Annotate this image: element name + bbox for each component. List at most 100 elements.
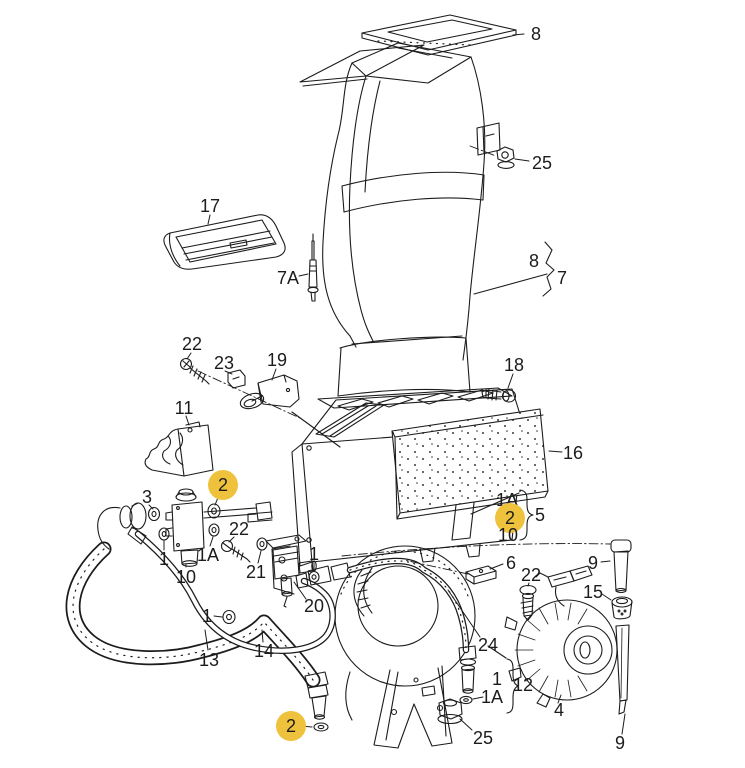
part-label-13[interactable]: 13: [199, 650, 219, 670]
leader-line: [514, 158, 530, 162]
nut-25-lower: [437, 698, 463, 725]
fresh-air-vent-17: [163, 214, 286, 270]
part-label-1A[interactable]: 1A: [197, 545, 219, 565]
leader-line: [186, 352, 192, 360]
part-label-15[interactable]: 15: [583, 582, 603, 602]
part-label-23[interactable]: 23: [214, 353, 234, 373]
datum-lines: [197, 145, 611, 575]
leader-line: [213, 615, 223, 618]
antenna-tube-9-lower: [615, 624, 630, 715]
part-label-1[interactable]: 1: [309, 544, 319, 564]
part-label-25[interactable]: 25: [532, 153, 552, 173]
hose-strap-24: [353, 567, 373, 617]
part-label-25[interactable]: 25: [473, 728, 493, 748]
part-label-7[interactable]: 7: [557, 268, 567, 288]
part-label-1[interactable]: 1: [159, 549, 169, 569]
leader-line: [527, 582, 530, 587]
antenna-tube-9-upper: [610, 539, 632, 594]
leader-line: [185, 415, 190, 426]
air-duct: [299, 42, 486, 397]
screw-22-upper: [179, 357, 210, 385]
screw-22-mid: [220, 539, 251, 563]
part-label-22[interactable]: 22: [182, 334, 202, 354]
part-label-9[interactable]: 9: [588, 553, 598, 573]
motor-connector: [535, 565, 593, 607]
duct-mount-bracket: [476, 122, 501, 156]
part-label-12[interactable]: 12: [513, 675, 533, 695]
part-label-10[interactable]: 10: [498, 525, 518, 545]
part-label-8[interactable]: 8: [529, 251, 539, 271]
leader-line: [557, 694, 562, 704]
pipe-union-fitting: [295, 562, 351, 589]
washer-21: [256, 537, 268, 551]
brace-5: [519, 489, 534, 541]
part-label-16[interactable]: 16: [563, 443, 583, 463]
part-label-2[interactable]: 2: [505, 508, 515, 528]
leader-line: [621, 713, 626, 735]
highlight-marker: [276, 711, 306, 741]
leader-line: [489, 563, 504, 570]
part-label-7A[interactable]: 7A: [277, 268, 299, 288]
leader-line: [257, 550, 262, 564]
leader-line: [224, 370, 233, 375]
washer-2-lower: [313, 722, 329, 732]
part-label-17[interactable]: 17: [200, 196, 220, 216]
part-label-2[interactable]: 2: [286, 716, 296, 736]
leader-line: [600, 560, 611, 563]
service-fitting-right: [458, 645, 477, 694]
part-label-10[interactable]: 10: [176, 567, 196, 587]
part-label-8[interactable]: 8: [531, 24, 541, 44]
highlight-marker: [208, 470, 238, 500]
part-label-22[interactable]: 22: [229, 519, 249, 539]
washer-1a-right: [459, 695, 473, 705]
part-label-5[interactable]: 5: [535, 505, 545, 525]
evaporator-16: [391, 408, 549, 520]
leader-line: [459, 718, 473, 731]
part-label-1A[interactable]: 1A: [481, 687, 503, 707]
part-label-22[interactable]: 22: [521, 565, 541, 585]
part-label-3[interactable]: 3: [142, 487, 152, 507]
part-label-11[interactable]: 11: [175, 398, 194, 418]
screw-22-right: [519, 584, 537, 621]
leader-line: [298, 273, 309, 277]
part-label-24[interactable]: 24: [478, 635, 498, 655]
brace-12: [506, 658, 519, 714]
bolt-25-upper: [496, 146, 515, 169]
part-label-2[interactable]: 2: [218, 475, 228, 495]
grommet-15: [611, 596, 633, 620]
leader-line: [271, 368, 277, 381]
leader-line: [261, 629, 264, 643]
leader-line: [228, 536, 235, 543]
leader-line: [472, 696, 484, 700]
leader-line: [447, 589, 481, 638]
part-label-20[interactable]: 20: [304, 596, 324, 616]
part-label-21[interactable]: 21: [246, 562, 266, 582]
part-label-4[interactable]: 4: [554, 700, 564, 720]
expansion-valve-10: [165, 488, 205, 567]
pin-7a: [307, 233, 319, 302]
leader-line: [204, 629, 209, 651]
leader-line: [209, 536, 214, 547]
part-label-19[interactable]: 19: [267, 350, 287, 370]
sealing-washers-left: [147, 503, 221, 541]
leader-line: [601, 593, 612, 601]
leader-line: [512, 33, 525, 36]
connector-lines: [291, 273, 548, 659]
regulator-11: [144, 421, 214, 477]
heater-box: [247, 387, 525, 595]
part-label-18[interactable]: 18: [504, 355, 524, 375]
part-label-1[interactable]: 1: [492, 669, 502, 689]
part-label-6[interactable]: 6: [506, 553, 516, 573]
part-label-9[interactable]: 9: [615, 733, 625, 753]
part-label-14[interactable]: 14: [254, 641, 274, 661]
leader-line: [507, 373, 514, 389]
leader-line: [293, 581, 307, 600]
clip-6: [465, 565, 497, 585]
refrigerant-pipe-13: [127, 526, 336, 654]
vacuum-actuator-19: [239, 374, 300, 410]
heater-hose-14: [65, 541, 329, 720]
part-label-1[interactable]: 1: [202, 606, 212, 626]
